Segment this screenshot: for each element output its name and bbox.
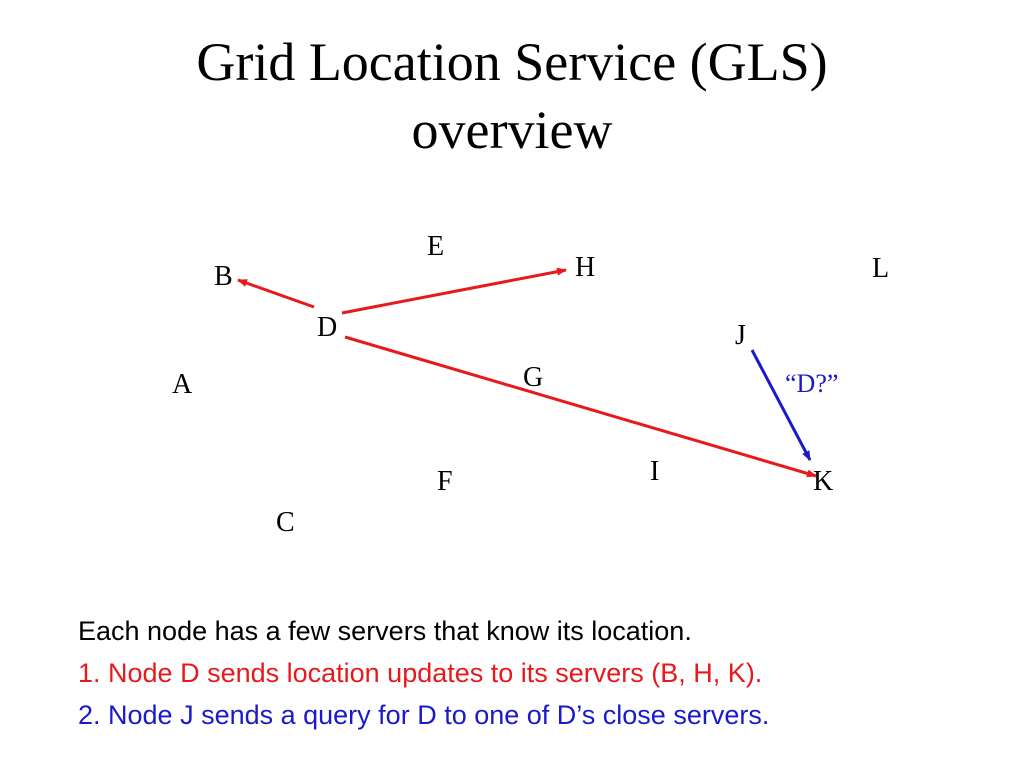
node-h: H [575,252,595,283]
caption: Each node has a few servers that know it… [78,610,769,736]
node-e: E [427,231,444,262]
node-g: G [523,362,543,393]
query-label: “D?” [785,369,838,398]
node-k: K [813,466,833,497]
node-i: I [650,456,659,487]
node-a: A [172,369,193,400]
node-c: C [276,507,295,538]
title-line-2: overview [411,100,613,160]
caption-line-2: 1. Node D sends location updates to its … [78,658,763,688]
slide-title: Grid Location Service (GLS) overview [0,28,1024,164]
edge-d-to-h [341,267,567,315]
edge-j-to-k [750,349,812,461]
node-j: J [735,320,746,351]
node-l: L [872,253,889,284]
edge-d-to-b [237,278,315,309]
caption-line-1: Each node has a few servers that know it… [78,616,692,646]
edge-d-to-k [344,335,817,478]
node-b: B [214,261,233,292]
node-d: D [317,312,337,343]
node-f: F [437,466,453,497]
caption-line-3: 2. Node J sends a query for D to one of … [78,700,770,730]
title-line-1: Grid Location Service (GLS) [196,32,828,92]
